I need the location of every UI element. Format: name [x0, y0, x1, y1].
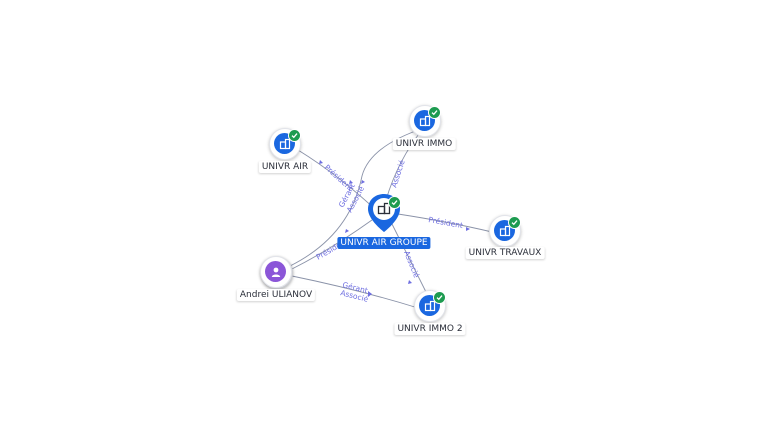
node-label-andrei-ulianov[interactable]: Andrei ULIANOV	[236, 289, 316, 301]
node-univr-travaux[interactable]	[489, 215, 521, 247]
node-label-univr-travaux[interactable]: UNIVR TRAVAUX	[465, 247, 545, 259]
arrow-head	[361, 180, 365, 184]
node-label-univr-immo-2[interactable]: UNIVR IMMO 2	[394, 323, 466, 335]
node-label-univr-air[interactable]: UNIVR AIR	[258, 161, 312, 173]
verified-check-icon	[288, 129, 301, 142]
node-univr-air[interactable]	[269, 128, 301, 160]
edge-main-univr-immo2	[391, 223, 429, 297]
arrow-head	[349, 180, 353, 184]
verified-check-icon	[433, 291, 446, 304]
arrow-head	[466, 227, 470, 231]
verified-check-icon	[508, 216, 521, 229]
arrow-head	[319, 160, 323, 164]
arrow-head	[368, 291, 372, 297]
node-univr-immo[interactable]	[409, 105, 441, 137]
node-univr-air-groupe[interactable]	[364, 192, 404, 236]
person-icon	[265, 261, 286, 282]
edge-label-associe-immo2: Associé	[402, 249, 421, 279]
arrow-head	[408, 280, 412, 284]
verified-check-icon	[388, 196, 401, 209]
edge-person-main	[289, 219, 373, 271]
verified-check-icon	[428, 106, 441, 119]
edge-label-president-travaux: Président	[428, 215, 464, 230]
node-label-univr-immo[interactable]: UNIVR IMMO	[392, 138, 456, 150]
node-person-andrei-ulianov[interactable]	[260, 256, 294, 290]
node-univr-immo-2[interactable]	[414, 290, 446, 322]
arrow-head	[345, 229, 349, 233]
edge-label-associe-immo: Associé	[389, 159, 406, 189]
edge-main-univr-travaux	[397, 213, 493, 233]
node-label-univr-air-groupe[interactable]: UNIVR AIR GROUPE	[337, 237, 431, 249]
edge-person-univr-immo2	[291, 275, 419, 309]
